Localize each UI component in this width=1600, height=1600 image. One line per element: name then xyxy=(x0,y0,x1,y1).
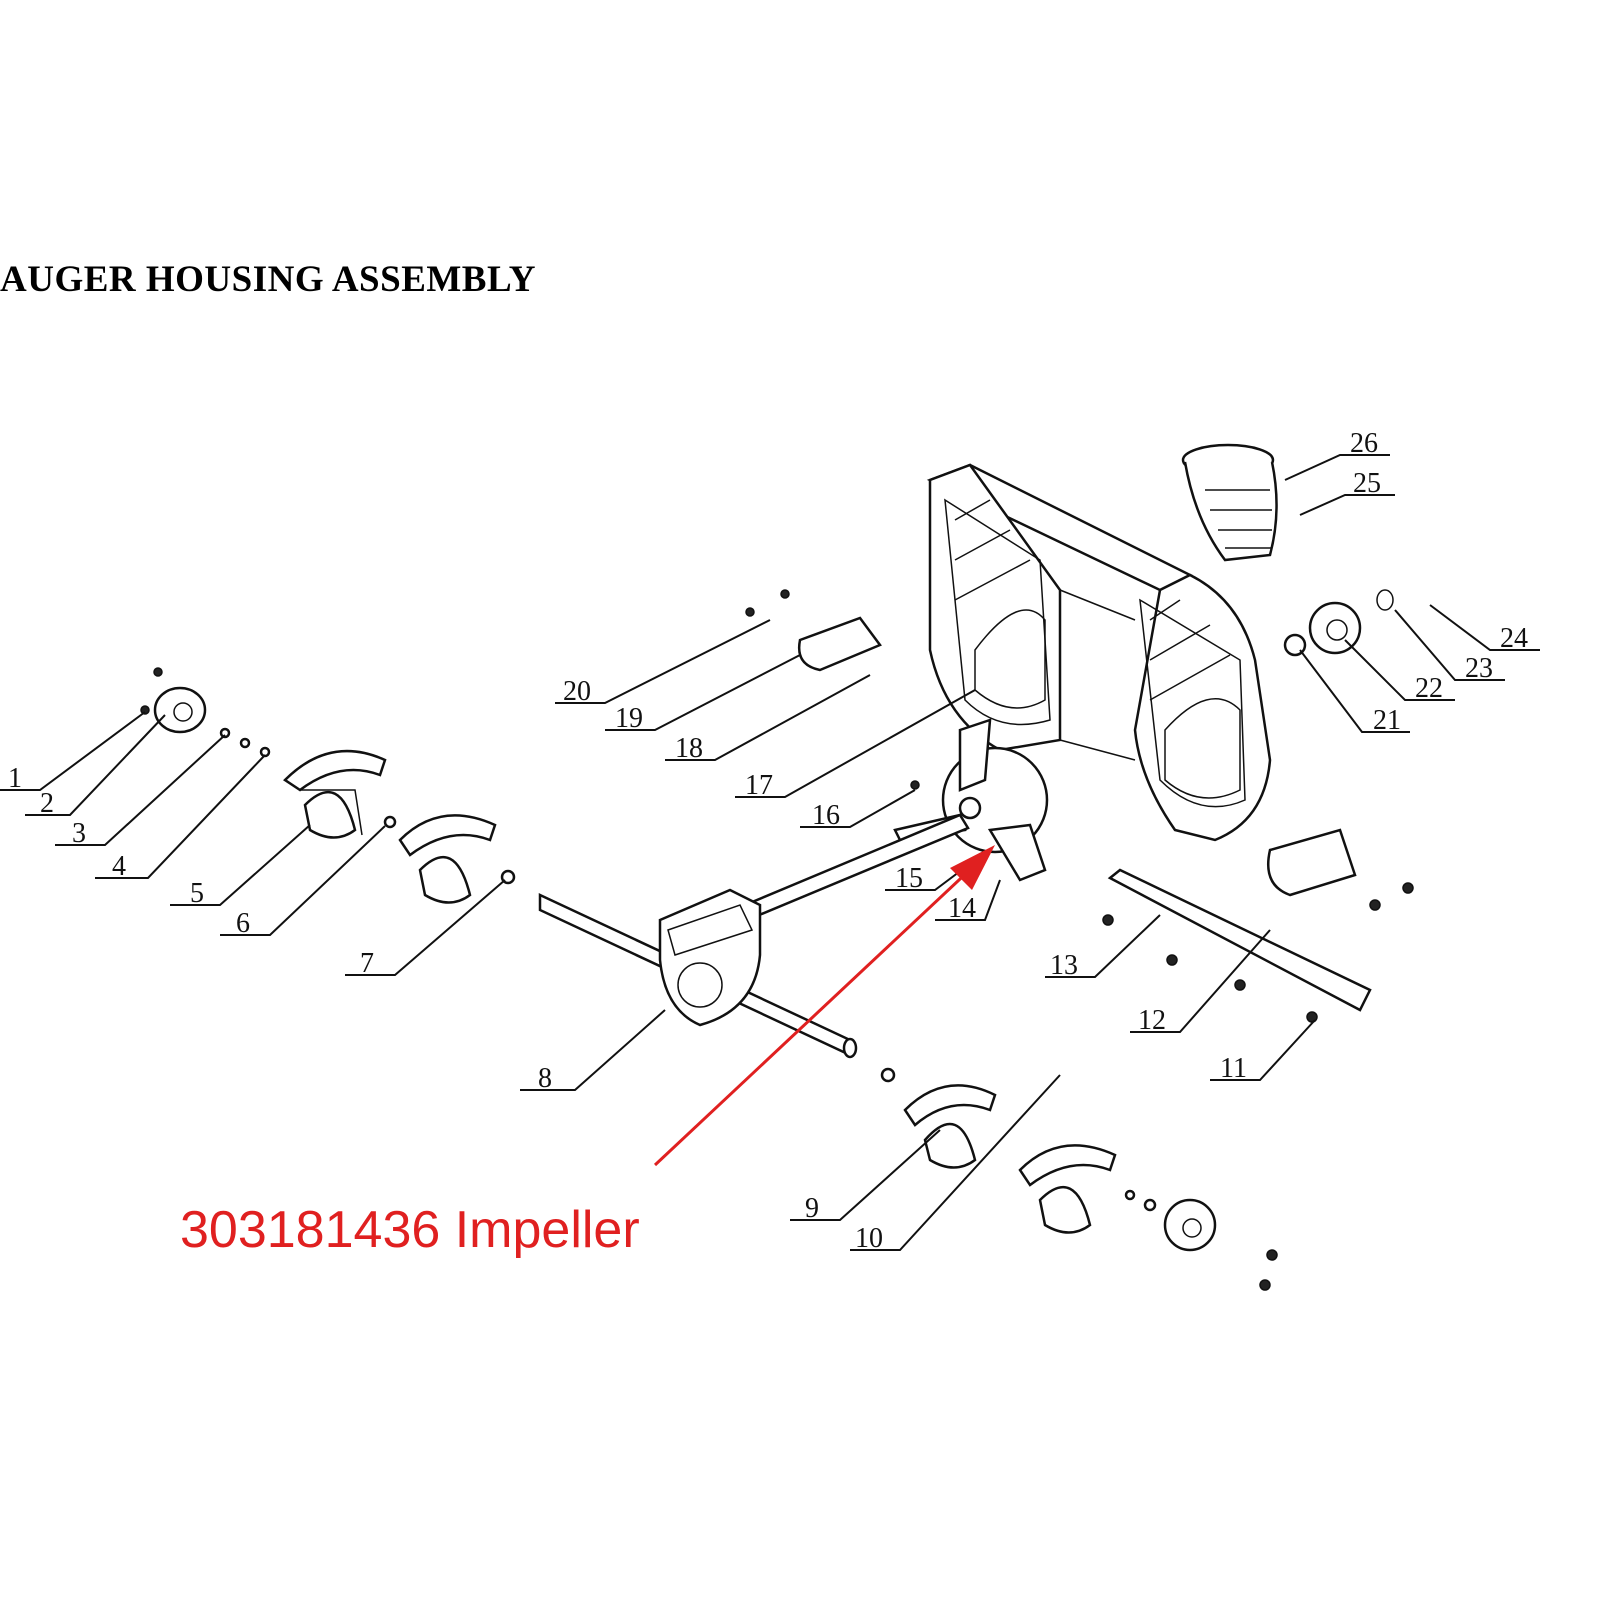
callout-17: 17 xyxy=(745,770,773,801)
callout-19: 19 xyxy=(615,703,643,734)
callout-13: 13 xyxy=(1050,950,1078,981)
callout-7: 7 xyxy=(360,948,374,979)
callout-18: 18 xyxy=(675,733,703,764)
auger-flight-left-outer xyxy=(283,749,387,839)
diagram-title: AUGER HOUSING ASSEMBLY xyxy=(0,259,536,300)
callout-20: 20 xyxy=(563,676,591,707)
callout-12: 12 xyxy=(1138,1005,1166,1036)
callout-21: 21 xyxy=(1373,705,1401,736)
callout-22: 22 xyxy=(1415,673,1443,704)
callout-3: 3 xyxy=(72,818,86,849)
impeller-part-annotation: 303181436 Impeller xyxy=(180,1201,640,1259)
callout-1: 1 xyxy=(8,763,22,794)
callout-15: 15 xyxy=(895,863,923,894)
callout-6: 6 xyxy=(236,908,250,939)
auger-flight-left-inner xyxy=(398,814,497,904)
callout-10: 10 xyxy=(855,1223,883,1254)
callout-14: 14 xyxy=(948,893,976,924)
bearing-flange-21-22 xyxy=(1283,589,1394,657)
callout-23: 23 xyxy=(1465,653,1493,684)
bearing-flange-right xyxy=(1163,1198,1217,1252)
callout-labels: 1 2 3 4 5 6 7 8 9 10 11 12 13 14 15 16 1… xyxy=(8,428,1528,1254)
callout-8: 8 xyxy=(538,1063,552,1094)
skid-shoe-right xyxy=(1267,828,1357,897)
callout-26: 26 xyxy=(1350,428,1378,459)
annotation-arrow xyxy=(653,845,995,1167)
chute-adapter xyxy=(1181,443,1278,562)
callout-11: 11 xyxy=(1220,1053,1247,1084)
callout-9: 9 xyxy=(805,1193,819,1224)
scraper-bar xyxy=(1107,868,1372,1012)
fasteners xyxy=(140,589,1414,1291)
callout-4: 4 xyxy=(112,851,126,882)
callout-5: 5 xyxy=(190,878,204,909)
bearing-flange-left xyxy=(153,686,207,734)
callout-16: 16 xyxy=(812,800,840,831)
auger-flight-right-outer xyxy=(1018,1144,1117,1234)
auger-housing xyxy=(926,463,1272,842)
callout-24: 24 xyxy=(1500,623,1528,654)
leader-lines xyxy=(0,454,1540,1251)
callout-2: 2 xyxy=(40,788,54,819)
auger-flight-right-inner xyxy=(903,1084,997,1169)
callout-25: 25 xyxy=(1353,468,1381,499)
skid-shoe-left xyxy=(797,616,882,672)
gearbox xyxy=(658,888,762,1027)
